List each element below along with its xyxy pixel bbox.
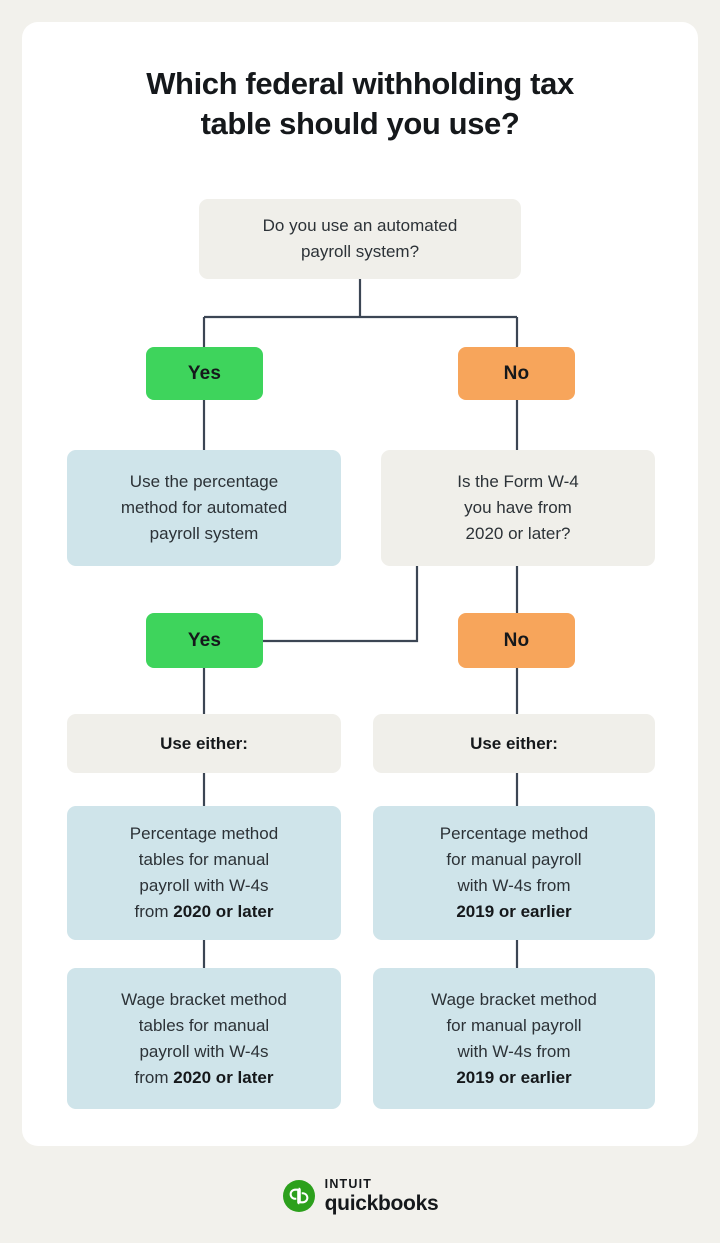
- badge-yes-label: Yes: [187, 362, 222, 384]
- badge-yes-2-label: Yes: [187, 629, 222, 651]
- badge-no-label: No: [503, 362, 530, 384]
- badge-yes-form-w4-year[interactable]: Yes: [146, 613, 263, 668]
- answer-line-1: Use the percentage: [129, 472, 279, 491]
- right-opt2-line-1: Wage bracket method: [431, 989, 597, 1009]
- quickbooks-wordmark-text: quickbooks: [324, 1191, 439, 1215]
- quickbooks-wordmark: INTUIT quickbooks: [325, 1178, 439, 1214]
- option-box-right-percentage-2019: Percentage method for manual payroll wit…: [373, 806, 655, 940]
- badge-yes-automated-payroll[interactable]: Yes: [146, 347, 263, 400]
- left-opt2-line-4: from: [134, 1067, 174, 1087]
- right-opt2-line-3: with W-4s from: [457, 1041, 571, 1061]
- page-title: Which federal withholding tax table shou…: [60, 64, 660, 144]
- left-opt1-line-1: Percentage method: [129, 824, 279, 843]
- badge-no-form-w4-year[interactable]: No: [458, 613, 575, 668]
- question-line-1: Do you use an automated: [262, 216, 458, 235]
- question2-line-3: 2020 or later?: [465, 524, 571, 543]
- left-opt2-line-1: Wage bracket method: [121, 989, 287, 1009]
- answer-line-2: method for automated: [120, 498, 288, 517]
- question-line-2: payroll system?: [300, 242, 420, 261]
- answer-line-3: payroll system: [149, 524, 259, 543]
- left-opt1-line-2: tables for manual: [138, 850, 270, 869]
- right-opt1-emphasis: 2019 or earlier: [456, 902, 572, 921]
- left-opt1-line-3: payroll with W-4s: [139, 876, 269, 895]
- question2-line-1: Is the Form W-4: [457, 472, 579, 491]
- question2-line-2: you have from: [464, 498, 572, 517]
- option-box-right-wagebracket-2019: Wage bracket method for manual payroll w…: [373, 968, 655, 1109]
- use-either-right-label: Use either:: [470, 733, 558, 753]
- badge-no-automated-payroll[interactable]: No: [458, 347, 575, 400]
- right-opt1-line-1: Percentage method: [439, 824, 589, 843]
- left-opt2-line-2: tables for manual: [138, 1015, 270, 1035]
- use-either-left-label: Use either:: [160, 733, 248, 753]
- left-opt2-line-3: payroll with W-4s: [139, 1041, 269, 1061]
- right-opt1-line-3: with W-4s from: [457, 876, 571, 895]
- right-opt2-emphasis: 2019 or earlier: [456, 1067, 572, 1087]
- question-box-automated-payroll: Do you use an automated payroll system?: [199, 199, 521, 279]
- option-box-left-percentage-2020: Percentage method tables for manual payr…: [67, 806, 341, 940]
- right-opt2-line-2: for manual payroll: [446, 1015, 582, 1035]
- left-opt1-line-4: from: [134, 902, 174, 921]
- question-box-form-w4-year: Is the Form W-4 you have from 2020 or la…: [381, 450, 655, 566]
- intuit-wordmark: INTUIT: [324, 1177, 373, 1191]
- page-title-line2: table should you use?: [200, 106, 520, 141]
- use-either-header-left: Use either:: [67, 714, 341, 773]
- left-opt2-emphasis: 2020 or later: [173, 1067, 274, 1087]
- answer-box-percentage-automated: Use the percentage method for automated …: [67, 450, 341, 566]
- badge-no-2-label: No: [503, 629, 530, 651]
- right-opt1-line-2: for manual payroll: [446, 850, 582, 869]
- option-box-left-wagebracket-2020: Wage bracket method tables for manual pa…: [67, 968, 341, 1109]
- quickbooks-circle-qb-icon: [282, 1179, 315, 1212]
- left-opt1-emphasis: 2020 or later: [173, 902, 274, 921]
- page-title-line1: Which federal withholding tax: [146, 66, 574, 101]
- use-either-header-right: Use either:: [373, 714, 655, 773]
- quickbooks-logo: INTUIT quickbooks: [0, 1178, 720, 1214]
